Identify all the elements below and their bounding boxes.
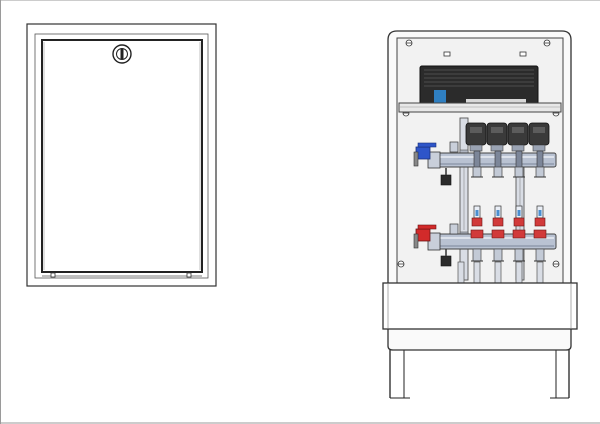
controller-box — [419, 65, 539, 111]
flow-meter-2 — [492, 205, 504, 227]
door-hinge-left — [50, 272, 56, 278]
return-manifold — [413, 205, 557, 285]
flow-meter-1 — [471, 205, 483, 227]
panel-slot-right — [519, 51, 527, 57]
panel-slot-left — [443, 51, 451, 57]
actuator-4 — [528, 122, 550, 152]
open-cabinet — [382, 30, 578, 399]
controller-shelf — [398, 102, 562, 113]
flow-meter-4 — [534, 205, 546, 227]
lock-icon — [112, 44, 132, 64]
return-down-pipes — [457, 261, 544, 285]
supply-inlet-fitting — [427, 151, 441, 169]
actuator-2 — [486, 122, 508, 152]
return-drain-cap — [440, 249, 452, 267]
cabinet-bottom-trim — [382, 282, 578, 330]
return-inlet-fitting — [427, 232, 441, 251]
actuator-1 — [465, 122, 487, 152]
door-hinge-right — [186, 272, 192, 278]
controller-logo-icon — [434, 90, 446, 106]
flow-meters — [471, 205, 546, 227]
supply-ball-valve — [413, 142, 437, 167]
supply-air-vent — [449, 141, 459, 153]
actuator-3 — [507, 122, 529, 152]
supply-manifold — [413, 122, 557, 186]
return-ball-valve — [413, 224, 437, 249]
return-air-vent — [449, 223, 459, 235]
closed-cabinet-door — [41, 39, 203, 273]
supply-drain-cap — [440, 168, 452, 186]
flow-meter-3 — [513, 205, 525, 227]
closed-cabinet — [26, 23, 217, 287]
